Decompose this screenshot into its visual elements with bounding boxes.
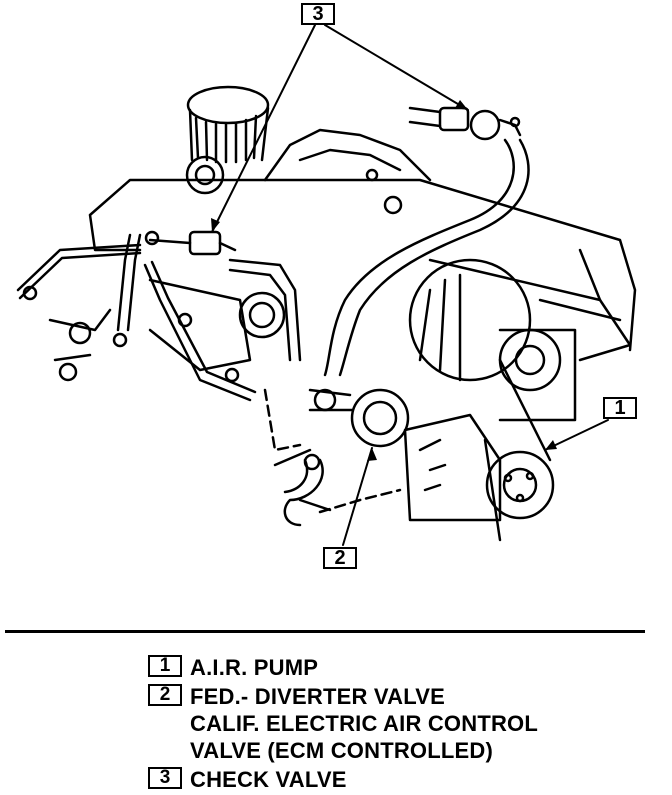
cylinder-head (148, 278, 286, 383)
leader-arrowheads (211, 100, 557, 461)
legend-text: FED.- DIVERTER VALVE CALIF. ELECTRIC AIR… (190, 683, 538, 764)
legend-item-1: 1 A.I.R. PUMP (148, 654, 538, 681)
legend-text: CHECK VALVE (190, 766, 347, 793)
legend: 1 A.I.R. PUMP 2 FED.- DIVERTER VALVE CAL… (148, 654, 538, 795)
callout-2: 2 (323, 547, 357, 569)
check-valve-right (408, 106, 522, 141)
engine-air-system-diagram (16, 24, 637, 546)
alternator (408, 258, 577, 422)
legend-line: CHECK VALVE (190, 767, 347, 792)
air-hose (323, 138, 530, 377)
legend-line: CALIF. ELECTRIC AIR CONTROL (190, 711, 539, 736)
callout-1-label: 1 (614, 396, 626, 419)
lower-hoses (263, 388, 402, 527)
diverter-valve (308, 388, 410, 448)
legend-item-3: 3 CHECK VALVE (148, 766, 538, 793)
callout-3: 3 (301, 3, 335, 25)
air-pump (403, 358, 555, 542)
leader-3-right (324, 24, 469, 111)
legend-number: 1 (148, 655, 182, 677)
divider-rule (5, 630, 645, 633)
leader-lines (211, 24, 609, 546)
legend-line: VALVE (ECM CONTROLLED) (190, 738, 494, 763)
leader-1 (544, 419, 609, 451)
legend-number: 3 (148, 767, 182, 789)
air-cleaner (185, 85, 270, 195)
legend-text: A.I.R. PUMP (190, 654, 318, 681)
legend-item-2: 2 FED.- DIVERTER VALVE CALIF. ELECTRIC A… (148, 683, 538, 764)
legend-number: 2 (148, 684, 182, 706)
legend-line: A.I.R. PUMP (190, 655, 319, 680)
callout-2-label: 2 (334, 546, 346, 569)
callout-3-label: 3 (312, 2, 324, 25)
air-manifold-pipes (16, 233, 302, 402)
leader-2 (342, 447, 373, 546)
check-valve-left (144, 230, 237, 256)
legend-line: FED.- DIVERTER VALVE (190, 684, 445, 709)
leader-3-left (211, 24, 316, 233)
callout-1: 1 (603, 397, 637, 419)
